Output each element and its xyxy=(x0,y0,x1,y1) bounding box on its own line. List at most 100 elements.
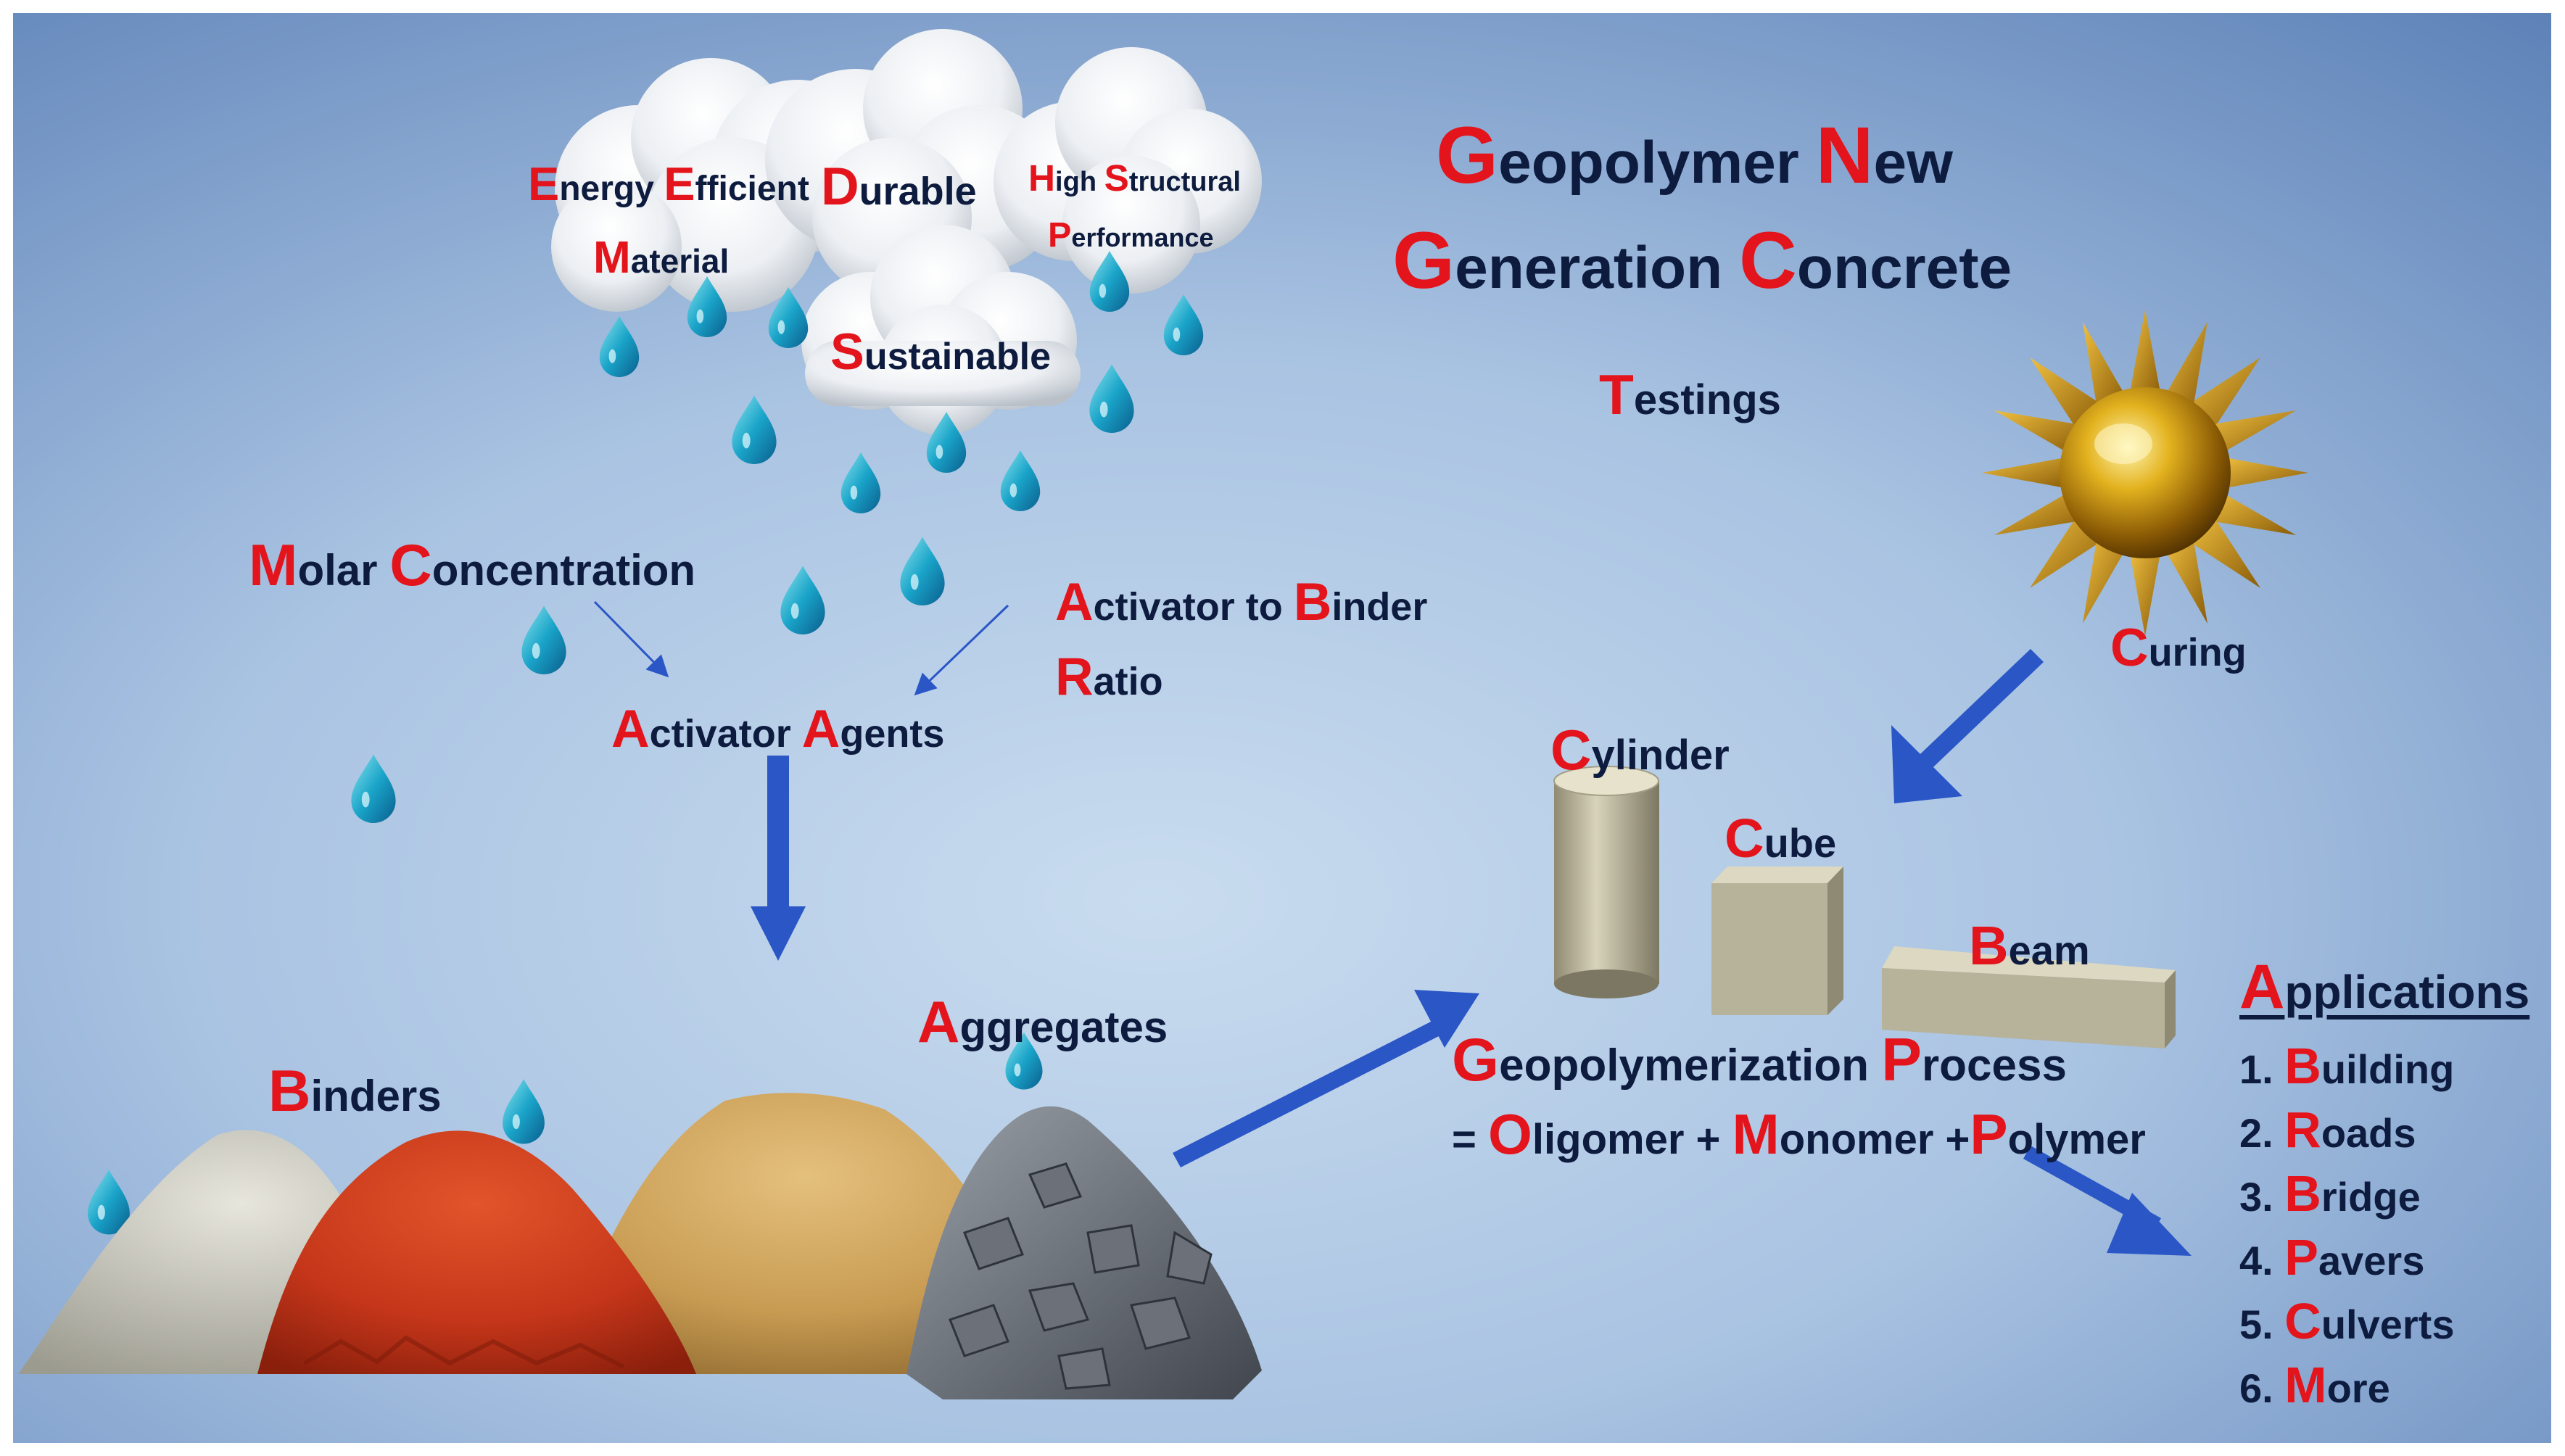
label-text: = xyxy=(1452,1116,1488,1163)
list-number: 2. xyxy=(2239,1110,2285,1156)
arrow-icon xyxy=(914,604,1009,696)
label-text: eopolymerization xyxy=(1499,1041,1882,1091)
cube-specimen-icon xyxy=(1711,866,1843,1015)
highlight-initial: C xyxy=(389,533,432,598)
sun-icon xyxy=(1982,310,2308,636)
label-text: pplications xyxy=(2284,966,2530,1018)
label-text: atio xyxy=(1093,660,1163,703)
highlight-initial: B xyxy=(2284,1165,2321,1222)
highlight-initial: B xyxy=(1293,573,1332,632)
label-text: ube xyxy=(1764,820,1837,866)
label-text: uring xyxy=(2148,631,2247,674)
cloud-label-performance: Performance xyxy=(1048,218,1214,253)
highlight-initial: C xyxy=(2110,619,2149,677)
label-text: aterial xyxy=(630,242,730,280)
cylinder-specimen-icon xyxy=(1553,766,1659,998)
highlight-initial: C xyxy=(1725,808,1764,869)
label-text: ctivator xyxy=(649,712,802,756)
list-text: ridge xyxy=(2321,1174,2421,1220)
highlight-initial: A xyxy=(1055,573,1094,632)
cloud-label-high-structural: High Structural xyxy=(1028,160,1241,197)
list-number: 6. xyxy=(2239,1365,2285,1411)
list-text: avers xyxy=(2318,1238,2425,1283)
label-text: fficient xyxy=(695,170,809,208)
label-text: ligomer + xyxy=(1532,1116,1732,1163)
label-text: estings xyxy=(1633,376,1781,423)
diagram-title-line-1: Geopolymer New xyxy=(1436,115,1953,197)
arrow-icon xyxy=(1891,649,2044,803)
label-text: oncrete xyxy=(1796,235,2012,301)
label-text: olymer xyxy=(2007,1116,2146,1163)
cloud-label-material: Material xyxy=(593,233,730,283)
label-text: urable xyxy=(859,170,977,213)
label-text: inders xyxy=(310,1072,442,1120)
arrow-icon xyxy=(1173,990,1479,1167)
list-text: uilding xyxy=(2321,1046,2455,1092)
arrow-icon xyxy=(751,756,806,961)
activator-agents-label: Activator Agents xyxy=(611,703,944,756)
label-text: rocess xyxy=(1922,1041,2067,1091)
label-text: eopolymer xyxy=(1498,130,1816,196)
highlight-initial: A xyxy=(917,990,960,1055)
diagram-title-line-2: Generation Concrete xyxy=(1392,220,2012,302)
label-text: ggregates xyxy=(959,1003,1168,1051)
beam-label: Beam xyxy=(1969,919,2090,975)
applications-title: Applications xyxy=(2239,956,2529,1018)
gravel-pile-icon xyxy=(906,1106,1262,1399)
highlight-initial: S xyxy=(830,323,864,380)
cloud-icon xyxy=(801,225,1081,435)
label-text: ctivator to xyxy=(1093,585,1294,629)
label-text: oncentration xyxy=(431,546,696,595)
highlight-initial: O xyxy=(1488,1102,1532,1166)
application-list-item: 5. Culverts xyxy=(2239,1292,2454,1350)
list-text: oads xyxy=(2321,1110,2416,1156)
highlight-initial: M xyxy=(2284,1357,2327,1413)
highlight-initial: R xyxy=(2284,1101,2321,1158)
activator-binder-ratio-label: Activator to Binder xyxy=(1055,576,1427,629)
highlight-initial: H xyxy=(1028,157,1056,199)
beam-specimen-icon xyxy=(1882,946,2176,1048)
highlight-initial: A xyxy=(801,700,840,758)
highlight-initial: M xyxy=(1732,1102,1780,1166)
process-equation-label: = Oligomer + Monomer +Polymer xyxy=(1452,1106,2146,1162)
list-text: ore xyxy=(2326,1365,2390,1411)
highlight-initial: C xyxy=(1550,718,1592,782)
cube-label: Cube xyxy=(1725,811,1837,867)
highlight-initial: P xyxy=(1881,1025,1922,1093)
application-list-item: 3. Bridge xyxy=(2239,1165,2421,1223)
highlight-initial: B xyxy=(268,1059,311,1124)
application-list-item: 6. More xyxy=(2239,1356,2390,1414)
highlight-initial: T xyxy=(1599,363,1634,426)
label-text: eneration xyxy=(1455,235,1739,301)
application-list-item: 1. Building xyxy=(2239,1037,2454,1095)
highlight-initial: G xyxy=(1452,1025,1500,1093)
label-text: ylinder xyxy=(1591,732,1730,779)
highlight-initial: N xyxy=(1815,111,1874,200)
highlight-initial: P xyxy=(2284,1229,2318,1286)
highlight-initial: P xyxy=(1048,215,1072,255)
highlight-initial: P xyxy=(1970,1102,2008,1166)
list-number: 3. xyxy=(2239,1174,2285,1220)
highlight-initial: S xyxy=(1104,157,1129,199)
label-text: nergy xyxy=(559,170,664,208)
highlight-initial: E xyxy=(528,157,560,210)
label-text: olar xyxy=(297,546,390,595)
application-list-item: 4. Pavers xyxy=(2239,1228,2424,1286)
label-text: erformance xyxy=(1071,223,1214,252)
label-text: ustainable xyxy=(864,336,1052,378)
label-text: ew xyxy=(1873,130,1953,196)
molar-concentration-label: Molar Concentration xyxy=(249,537,695,595)
cloud-label-energy-efficient: Energy Efficient xyxy=(528,160,809,208)
application-list-item: 2. Roads xyxy=(2239,1101,2416,1159)
cloud-label-durable: Durable xyxy=(821,160,977,214)
highlight-initial: M xyxy=(593,233,631,283)
list-number: 5. xyxy=(2239,1302,2285,1347)
label-text: igh xyxy=(1055,167,1104,197)
highlight-initial: C xyxy=(2284,1293,2321,1349)
label-text: tructural xyxy=(1128,167,1241,197)
highlight-initial: B xyxy=(1969,916,2009,977)
label-text: gents xyxy=(840,712,945,756)
list-number: 1. xyxy=(2239,1046,2285,1092)
list-text: ulverts xyxy=(2321,1302,2455,1347)
